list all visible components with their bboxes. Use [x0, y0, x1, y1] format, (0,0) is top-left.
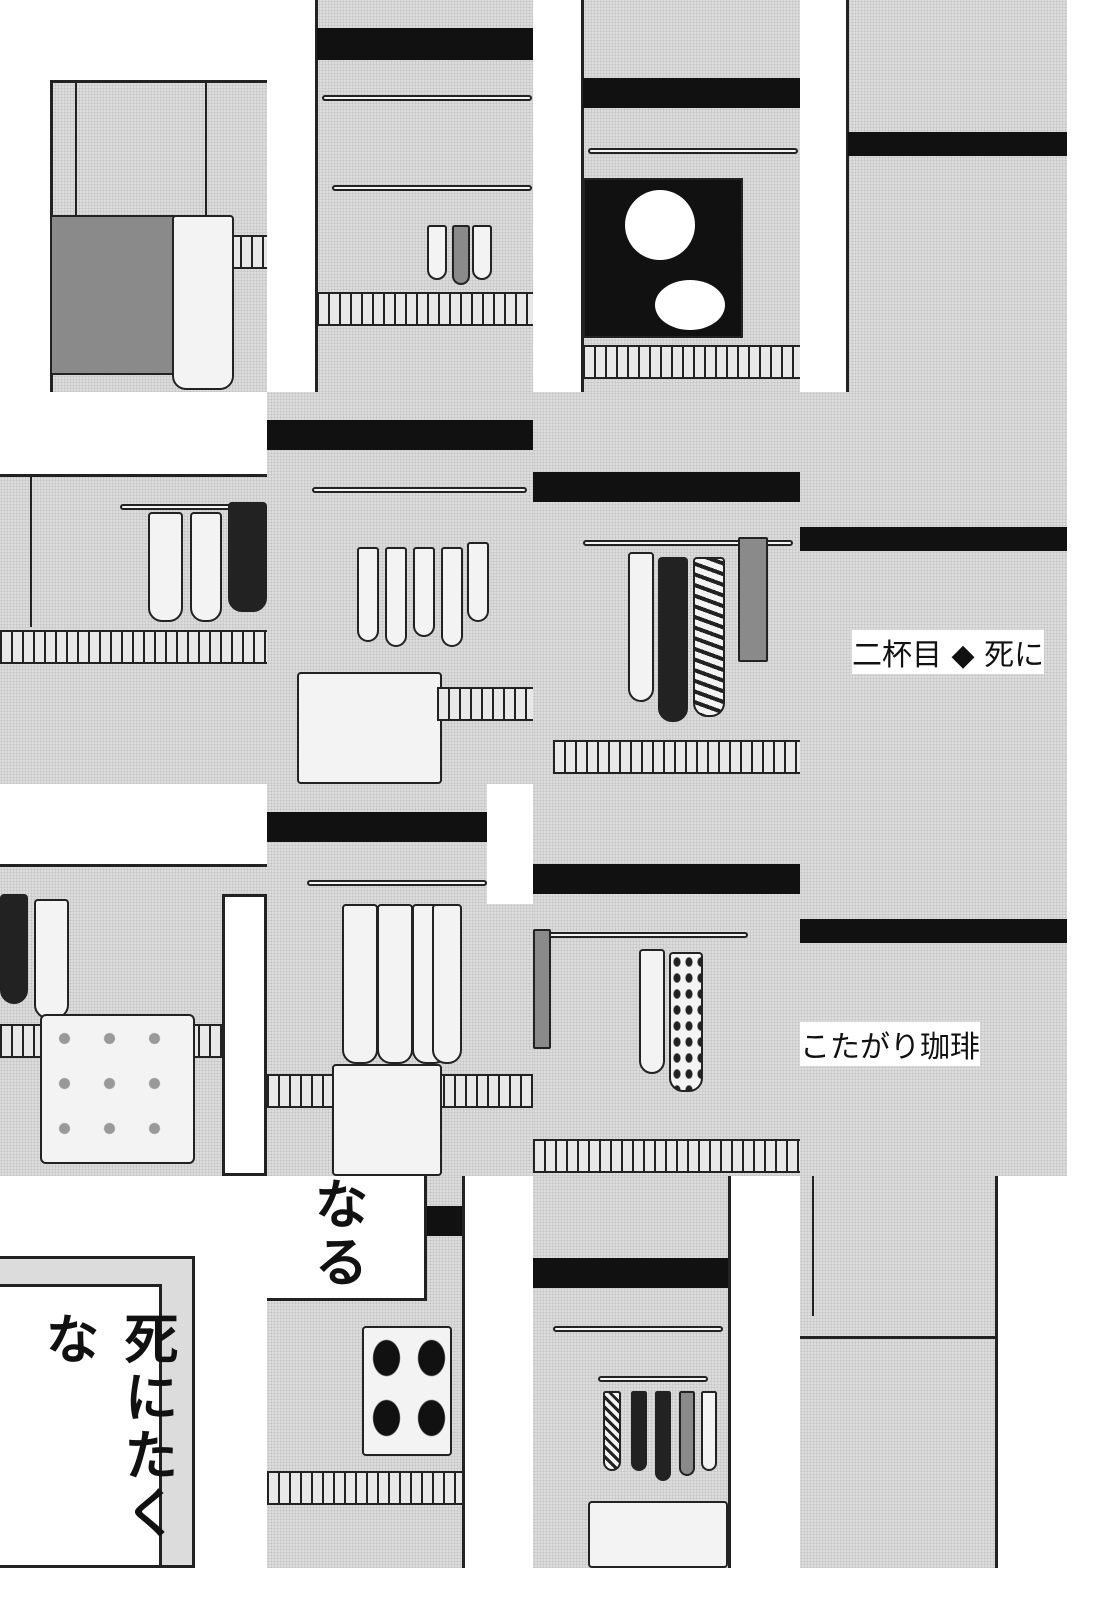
- puzzle-tile-r3c1[interactable]: [0, 784, 267, 1176]
- puzzle-tile-r4c1[interactable]: 死にたくな: [0, 1176, 267, 1568]
- puzzle-tile-r1c2[interactable]: [267, 0, 534, 392]
- puzzle-tile-r4c3[interactable]: [533, 1176, 800, 1568]
- puzzle-tile-r1c4[interactable]: [800, 0, 1067, 392]
- puzzle-tile-r3c3[interactable]: [533, 784, 800, 1176]
- puzzle-tile-r1c3[interactable]: [533, 0, 800, 392]
- puzzle-tile-r3c4[interactable]: こたがり珈琲: [800, 784, 1067, 1176]
- chapter-title: 二杯目 ◆ 死に: [852, 630, 1045, 674]
- puzzle-tile-r1c1[interactable]: [0, 0, 267, 392]
- speech-text-2: 死にたくな: [36, 1311, 178, 1543]
- daruma-towel: [50, 215, 175, 375]
- series-title: こたがり珈琲: [800, 1022, 980, 1066]
- speech-text-1: なる: [305, 1176, 368, 1292]
- flower-curtain: [583, 178, 743, 338]
- puzzle-tile-r2c1[interactable]: [0, 392, 267, 784]
- puzzle-tile-r2c4[interactable]: 二杯目 ◆ 死に: [800, 392, 1067, 784]
- puzzle-tile-r4c2[interactable]: なる: [267, 1176, 534, 1568]
- puzzle-tile-r2c3[interactable]: [533, 392, 800, 784]
- puzzle-tile-r4c4[interactable]: [800, 1176, 1067, 1568]
- puzzle-tile-r3c2[interactable]: [267, 784, 534, 1176]
- puzzle-tile-r2c2[interactable]: [267, 392, 534, 784]
